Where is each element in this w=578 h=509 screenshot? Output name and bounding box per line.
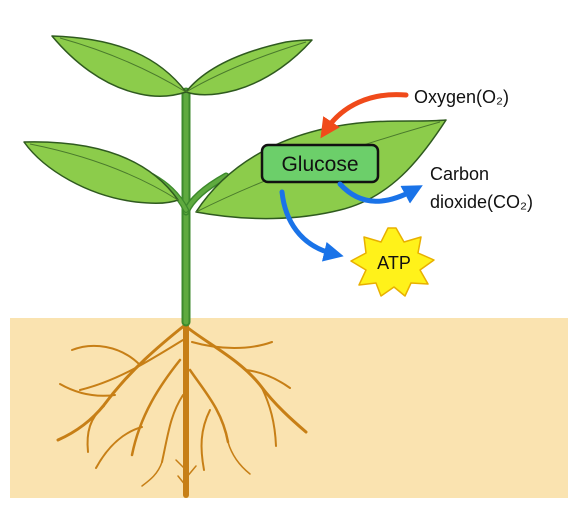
atp-label: ATP — [377, 253, 411, 273]
carbon-dioxide-arrow — [337, 181, 423, 204]
atp-burst — [350, 227, 435, 297]
glucose-node: Glucose — [260, 143, 380, 184]
oxygen-arrow — [320, 92, 409, 139]
leaf-top-left — [51, 35, 187, 97]
atp-arrow — [279, 189, 344, 262]
leaves — [23, 35, 447, 220]
oxygen-label: Oxygen(O₂) — [414, 87, 509, 107]
glucose-label: Glucose — [281, 153, 358, 176]
carbon-dioxide-label-line2: dioxide(CO₂) — [430, 192, 533, 212]
roots — [56, 317, 308, 498]
atp-node: ATP — [350, 227, 435, 297]
glucose-box — [260, 143, 380, 184]
leaf-middle-left — [23, 141, 179, 205]
carbon-dioxide-label-line1: Carbon — [430, 164, 489, 184]
leaf-top-right — [185, 39, 313, 96]
